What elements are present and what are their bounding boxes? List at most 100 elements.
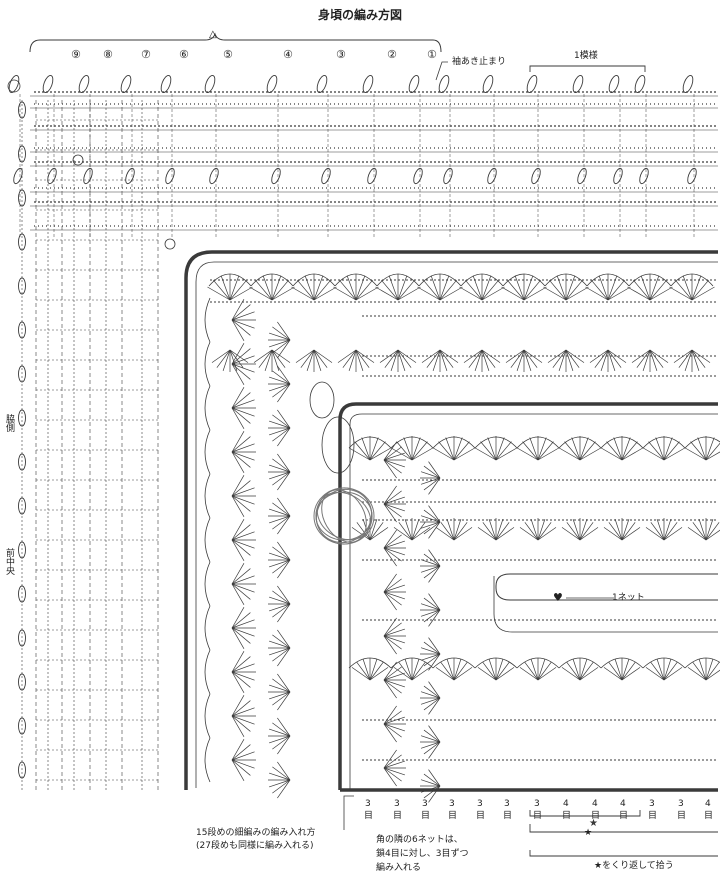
shell-stitch bbox=[269, 420, 291, 429]
shell-stitch bbox=[231, 399, 255, 409]
shell-stitch bbox=[231, 299, 245, 321]
shell-stitch bbox=[277, 497, 291, 517]
shell-stitch bbox=[537, 659, 546, 681]
shell-stitch bbox=[272, 370, 291, 385]
shell-stitch bbox=[439, 349, 454, 368]
shell-stitch bbox=[423, 565, 441, 579]
shell-stitch bbox=[231, 583, 251, 600]
top-brace bbox=[29, 32, 442, 53]
picot-mark bbox=[18, 761, 26, 779]
stitch-count-unit: 目 bbox=[648, 811, 658, 821]
shell-stitch bbox=[423, 729, 441, 743]
shell-stitch bbox=[663, 659, 672, 681]
shell-stitch bbox=[231, 343, 245, 365]
shell-stitch bbox=[453, 437, 463, 461]
picot-mark bbox=[526, 74, 538, 94]
shell-stitch bbox=[313, 275, 324, 301]
shell-stitch bbox=[383, 635, 402, 650]
shell-stitch bbox=[231, 319, 245, 341]
picot-mark bbox=[78, 74, 90, 94]
shell-stitch bbox=[649, 275, 660, 301]
picot-mark bbox=[443, 167, 453, 185]
shell-stitch bbox=[559, 447, 581, 461]
shell-stitch bbox=[475, 447, 497, 461]
shell-stitch bbox=[369, 519, 378, 541]
shell-stitch bbox=[333, 286, 357, 301]
shell-stitch bbox=[383, 679, 402, 694]
shell-stitch bbox=[269, 332, 291, 341]
shell-stitch bbox=[440, 522, 455, 541]
shell-stitch bbox=[420, 653, 441, 661]
shell-stitch bbox=[430, 275, 441, 301]
shell-stitch bbox=[423, 741, 441, 755]
shell-stitch bbox=[537, 527, 557, 541]
shell-arc bbox=[558, 436, 602, 449]
shell-stitch bbox=[495, 527, 515, 541]
shell-stitch bbox=[547, 349, 567, 363]
shell-stitch bbox=[351, 527, 371, 541]
shell-stitch bbox=[231, 707, 255, 717]
shell-stitch bbox=[269, 471, 291, 480]
shell-arc bbox=[204, 385, 211, 431]
shell-stitch bbox=[423, 521, 441, 535]
shell-stitch bbox=[231, 663, 255, 673]
shell-stitch bbox=[627, 286, 651, 301]
flower-motif bbox=[164, 238, 176, 250]
shell-stitch bbox=[383, 547, 405, 556]
shell-stitch bbox=[669, 286, 693, 301]
shell-stitch bbox=[649, 349, 658, 371]
shell-stitch bbox=[231, 715, 255, 725]
shell-stitch bbox=[453, 667, 473, 681]
shell-stitch bbox=[698, 659, 707, 681]
corner-note-line1: 角の隣の6ネットは、 bbox=[376, 835, 463, 845]
shell-stitch bbox=[383, 661, 397, 681]
shell-stitch bbox=[606, 441, 623, 461]
shell-stitch bbox=[375, 286, 399, 301]
shell-stitch bbox=[383, 723, 405, 732]
shell-stitch bbox=[404, 659, 413, 681]
shell-stitch bbox=[277, 603, 291, 623]
shell-stitch bbox=[277, 779, 291, 799]
shell-stitch bbox=[585, 286, 609, 301]
shell-arc bbox=[292, 273, 336, 287]
shell-stitch bbox=[420, 603, 441, 611]
shell-stitch bbox=[552, 349, 567, 368]
shell-stitch bbox=[423, 773, 441, 787]
shell-stitch bbox=[481, 279, 499, 301]
shell-arc bbox=[204, 517, 211, 563]
shell-stitch bbox=[383, 459, 397, 479]
shell-stitch bbox=[572, 519, 581, 541]
shell-stitch bbox=[621, 519, 630, 541]
shell-stitch bbox=[355, 349, 364, 371]
shell-stitch bbox=[383, 496, 405, 505]
shell-stitch bbox=[640, 275, 651, 301]
shell-stitch bbox=[614, 519, 623, 541]
shell-stitch bbox=[277, 409, 291, 429]
picot-mark bbox=[316, 74, 328, 94]
shell-stitch bbox=[361, 437, 371, 461]
shell-stitch bbox=[207, 286, 231, 301]
picot-mark bbox=[577, 167, 587, 185]
heart-symbol: ♥ bbox=[553, 591, 563, 604]
shell-stitch bbox=[349, 447, 371, 461]
shell-stitch bbox=[277, 339, 291, 359]
shell-stitch bbox=[231, 627, 245, 649]
shell-arc bbox=[418, 273, 462, 287]
shell-stitch bbox=[383, 591, 397, 611]
note-15-line1: 15段めの細編みの編み入れ方 bbox=[196, 828, 316, 838]
shell-stitch bbox=[271, 349, 286, 368]
shell-stitch bbox=[537, 662, 552, 681]
picot-mark bbox=[18, 497, 26, 515]
shell-stitch bbox=[383, 767, 402, 782]
shell-stitch bbox=[231, 583, 245, 605]
picot-mark bbox=[482, 74, 494, 94]
front-center-label: 前中央 bbox=[3, 548, 14, 575]
shell-stitch bbox=[383, 529, 397, 549]
shell-stitch bbox=[253, 349, 273, 363]
shell-arc bbox=[334, 273, 378, 287]
shell-stitch bbox=[231, 751, 255, 761]
shell-stitch bbox=[272, 779, 291, 794]
shell-stitch bbox=[495, 441, 512, 461]
shell-stitch bbox=[423, 477, 441, 491]
shell-stitch bbox=[459, 286, 483, 301]
